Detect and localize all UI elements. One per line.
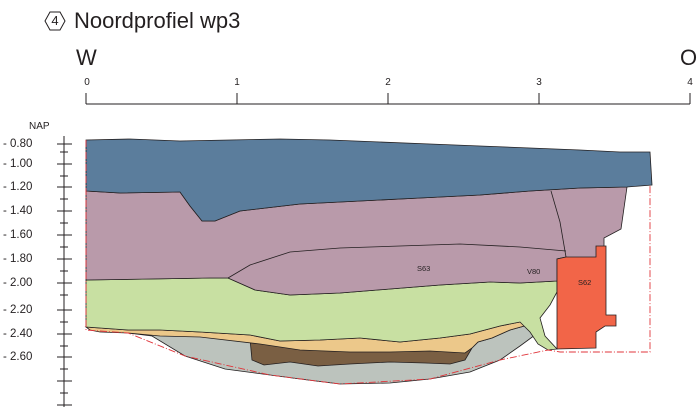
- s62-label: S62: [578, 278, 591, 287]
- y-tick-label: - 2.20: [3, 304, 33, 316]
- figure-title: Noordprofiel wp3: [74, 8, 241, 33]
- y-tick-label: - 2.60: [3, 351, 33, 363]
- y-tick-label: - 2.40: [3, 328, 33, 340]
- x-tick-label: 0: [84, 77, 90, 88]
- x-tick-label: 3: [536, 77, 542, 88]
- y-axis-label: NAP: [29, 121, 50, 132]
- x-tick-label: 1: [234, 77, 240, 88]
- direction-west: W: [76, 45, 97, 70]
- y-tick-label: - 1.80: [3, 253, 33, 265]
- s62-feature: [556, 245, 617, 350]
- direction-east: O: [680, 45, 697, 70]
- s63-boundary-line: [227, 243, 567, 279]
- feature-boundary-line: [550, 190, 567, 258]
- figure-number: 4: [51, 13, 59, 28]
- top-layer: [85, 138, 653, 222]
- v80-label: V80: [527, 267, 540, 276]
- excavation-outline: [85, 140, 651, 385]
- s63-label: S63: [417, 264, 430, 273]
- hexagon-icon: [44, 11, 66, 31]
- y-tick-label: - 1.60: [3, 229, 33, 241]
- figure-number-badge: 4: [44, 10, 66, 32]
- horizontal-scale: [85, 93, 691, 105]
- depth-axis: [57, 136, 72, 407]
- y-tick-label: - 2.00: [3, 277, 33, 289]
- x-tick-label: 2: [385, 77, 391, 88]
- y-tick-label: - 0.80: [3, 138, 33, 150]
- figure-header: 4 Noordprofiel wp3: [44, 5, 240, 37]
- x-tick-label: 4: [687, 77, 693, 88]
- y-tick-label: - 1.20: [3, 181, 33, 193]
- upper-purple-layer: [85, 186, 628, 296]
- y-tick-label: - 1.00: [3, 158, 33, 170]
- y-tick-label: - 1.40: [3, 205, 33, 217]
